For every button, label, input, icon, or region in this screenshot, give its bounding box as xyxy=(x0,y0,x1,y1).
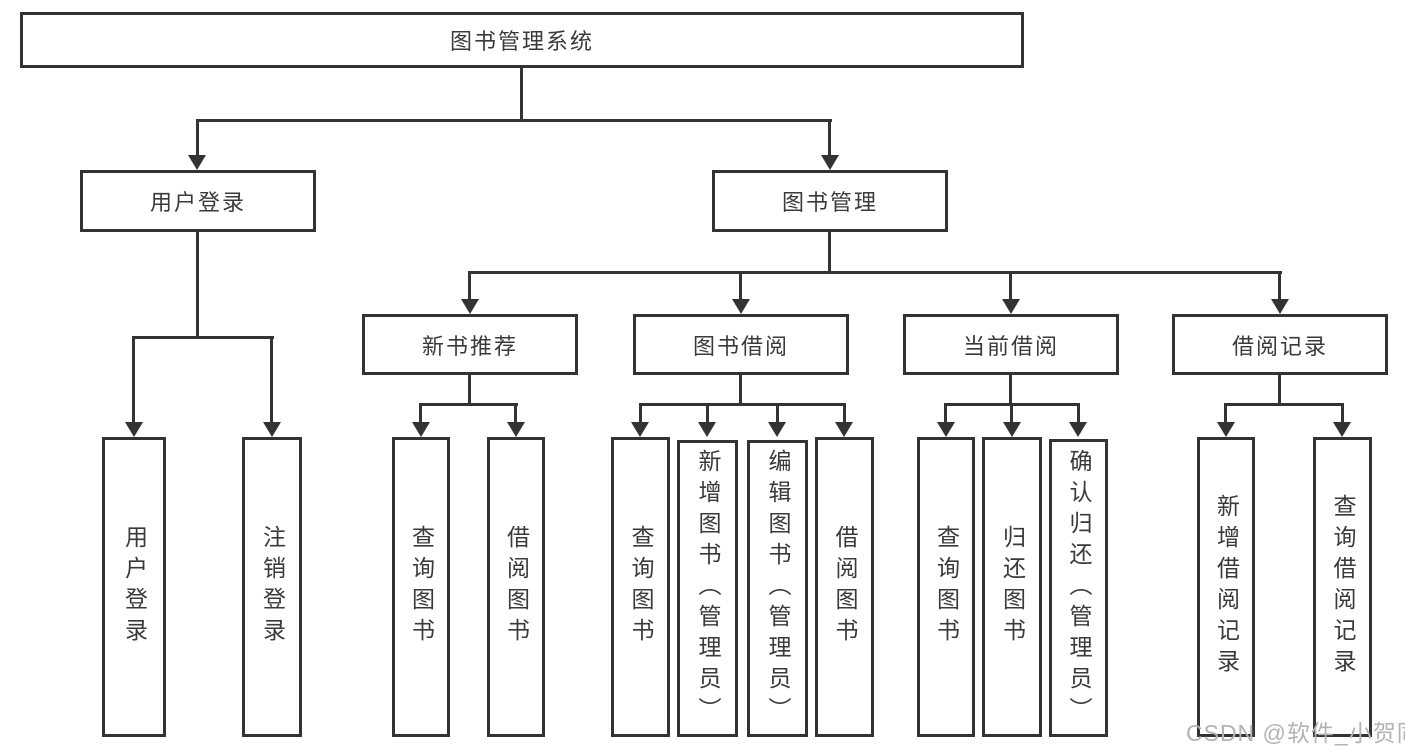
connector-drop xyxy=(1010,403,1013,424)
leaf-user-login: 用户登录 xyxy=(102,437,166,737)
node-label: 查询图书 xyxy=(408,525,435,649)
arrowhead-icon xyxy=(631,422,649,437)
connector-drop xyxy=(514,403,517,424)
arrowhead-icon xyxy=(1217,422,1235,437)
leaf-query-books-recommend: 查询图书 xyxy=(392,437,450,737)
node-label: 新增图书（管理员） xyxy=(695,449,721,728)
arrowhead-icon xyxy=(507,422,525,437)
node-library-management-system: 图书管理系统 xyxy=(20,12,1024,68)
node-label: 查询图书 xyxy=(933,525,960,649)
connector-drop xyxy=(270,336,273,424)
node-label: 查询图书 xyxy=(628,525,654,649)
node-label: 用户登录 xyxy=(121,525,148,649)
node-label: 图书管理系统 xyxy=(449,29,594,54)
arrowhead-icon xyxy=(821,155,839,170)
node-label: 编辑图书（管理员） xyxy=(765,449,791,728)
connector-drop xyxy=(1278,271,1281,302)
connector-rail xyxy=(419,403,518,406)
node-borrowing-records: 借阅记录 xyxy=(1172,314,1388,375)
node-user-login: 用户登录 xyxy=(80,170,316,232)
arrowhead-icon xyxy=(937,422,955,437)
arrowhead-icon xyxy=(263,422,281,437)
connector-stem xyxy=(1278,375,1281,406)
connector-root-stem xyxy=(520,68,523,121)
arrowhead-icon xyxy=(698,422,716,437)
connector-drop xyxy=(639,403,642,424)
arrowhead-icon xyxy=(125,422,143,437)
connector-drop xyxy=(944,403,947,424)
connector-drop xyxy=(1224,403,1227,424)
leaf-logout: 注销登录 xyxy=(242,437,302,737)
node-label: 图书管理 xyxy=(781,190,878,215)
node-label: 注销登录 xyxy=(259,525,286,649)
connector-book-mgmt-stem xyxy=(828,232,831,274)
connector-rail xyxy=(1224,403,1344,406)
leaf-confirm-return-admin: 确认归还（管理员） xyxy=(1049,439,1108,737)
arrowhead-icon xyxy=(835,422,853,437)
arrowhead-icon xyxy=(1002,299,1020,314)
leaf-query-books-borrowing: 查询图书 xyxy=(611,437,670,737)
watermark: CSDN @软件_小贺同学 xyxy=(1186,720,1405,746)
arrowhead-icon xyxy=(732,299,750,314)
node-label: 借阅图书 xyxy=(503,525,530,649)
connector-user-login-stem xyxy=(196,232,199,339)
node-label: 新书推荐 xyxy=(421,333,518,359)
connector-level2-rail xyxy=(196,119,832,122)
connector-drop xyxy=(132,336,135,424)
leaf-query-borrow-record: 查询借阅记录 xyxy=(1313,437,1372,737)
connector-user-login-drop xyxy=(196,119,199,157)
connector-rail xyxy=(639,403,846,406)
connector-book-mgmt-drop xyxy=(828,119,831,157)
connector-user-login-rail xyxy=(132,336,274,339)
node-book-management: 图书管理 xyxy=(712,170,948,232)
connector-stem xyxy=(739,375,742,406)
node-label: 确认归还（管理员） xyxy=(1066,448,1092,728)
connector-drop xyxy=(776,403,779,424)
arrowhead-icon xyxy=(461,299,479,314)
leaf-add-book-admin: 新增图书（管理员） xyxy=(677,440,738,737)
connector-drop xyxy=(1341,403,1344,424)
node-label: 用户登录 xyxy=(149,190,246,215)
connector-level3-rail xyxy=(468,271,1282,274)
connector-drop xyxy=(1077,403,1080,424)
node-label: 图书借阅 xyxy=(692,333,789,359)
leaf-borrow-books-borrowing: 借阅图书 xyxy=(815,437,874,737)
arrowhead-icon xyxy=(1271,299,1289,314)
connector-drop xyxy=(419,403,422,424)
node-label: 借阅记录 xyxy=(1231,333,1328,359)
leaf-add-borrow-record: 新增借阅记录 xyxy=(1197,437,1255,737)
node-book-borrowing: 图书借阅 xyxy=(633,314,849,375)
arrowhead-icon xyxy=(1069,422,1087,437)
node-label: 新增借阅记录 xyxy=(1213,494,1240,680)
connector-drop xyxy=(1009,271,1012,302)
arrowhead-icon xyxy=(412,422,430,437)
arrowhead-icon xyxy=(1333,422,1351,437)
connector-stem xyxy=(468,375,471,406)
connector-drop xyxy=(843,403,846,424)
leaf-borrow-books-recommend: 借阅图书 xyxy=(487,437,545,737)
node-new-book-recommend: 新书推荐 xyxy=(362,314,578,375)
node-label: 当前借阅 xyxy=(962,333,1059,359)
connector-stem xyxy=(1009,375,1012,406)
connector-drop xyxy=(739,271,742,302)
connector-drop xyxy=(468,271,471,302)
leaf-query-books-current: 查询图书 xyxy=(917,437,975,737)
node-label: 查询借阅记录 xyxy=(1330,494,1356,680)
leaf-return-books: 归还图书 xyxy=(982,437,1042,737)
connector-drop xyxy=(706,403,709,424)
leaf-edit-book-admin: 编辑图书（管理员） xyxy=(747,440,808,737)
node-label: 归还图书 xyxy=(999,525,1026,649)
arrowhead-icon xyxy=(768,422,786,437)
arrowhead-icon xyxy=(1003,422,1021,437)
node-label: 借阅图书 xyxy=(832,525,858,649)
arrowhead-icon xyxy=(188,155,206,170)
node-current-borrowing: 当前借阅 xyxy=(903,314,1119,375)
